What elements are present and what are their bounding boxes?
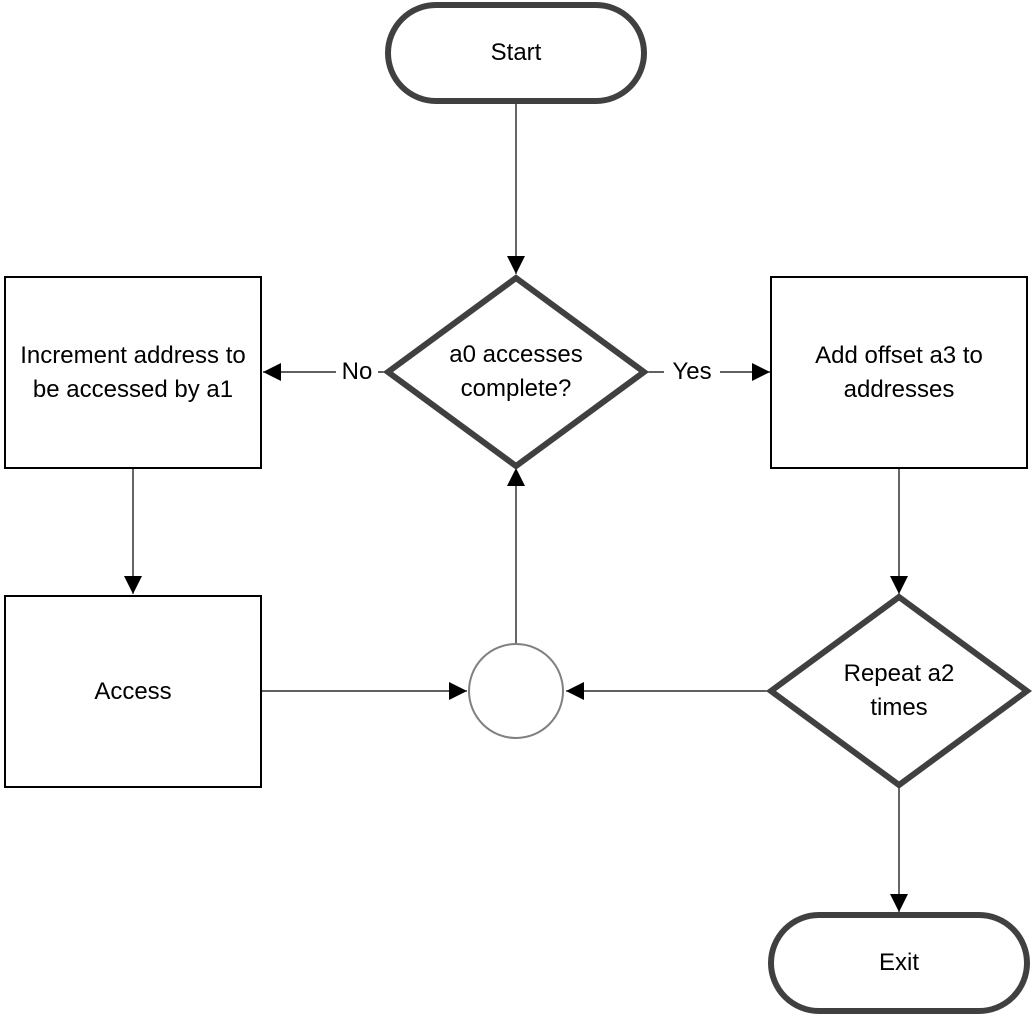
increment-label: Increment address to be accessed by a1 xyxy=(20,341,246,403)
edge-label-no: No xyxy=(336,355,378,389)
decision-diamond-shape xyxy=(382,274,650,470)
edge-label-yes: Yes xyxy=(664,355,720,389)
start-terminal-shape xyxy=(385,2,647,104)
access-label: Access xyxy=(94,677,172,705)
repeat-diamond-shape xyxy=(765,593,1032,789)
start-label: Start xyxy=(490,39,542,66)
add-offset-label: Add offset a3 to addresses xyxy=(815,341,983,403)
repeat-label: Repeat a2 times xyxy=(843,660,955,721)
decision-label: a0 accesses complete? xyxy=(449,341,583,402)
junction-circle xyxy=(468,643,564,739)
exit-terminal-shape xyxy=(768,912,1030,1014)
access-box-shape xyxy=(4,595,262,788)
add-offset-box-shape xyxy=(770,276,1028,469)
exit-label: Exit xyxy=(878,949,919,976)
increment-box-shape xyxy=(4,276,262,469)
